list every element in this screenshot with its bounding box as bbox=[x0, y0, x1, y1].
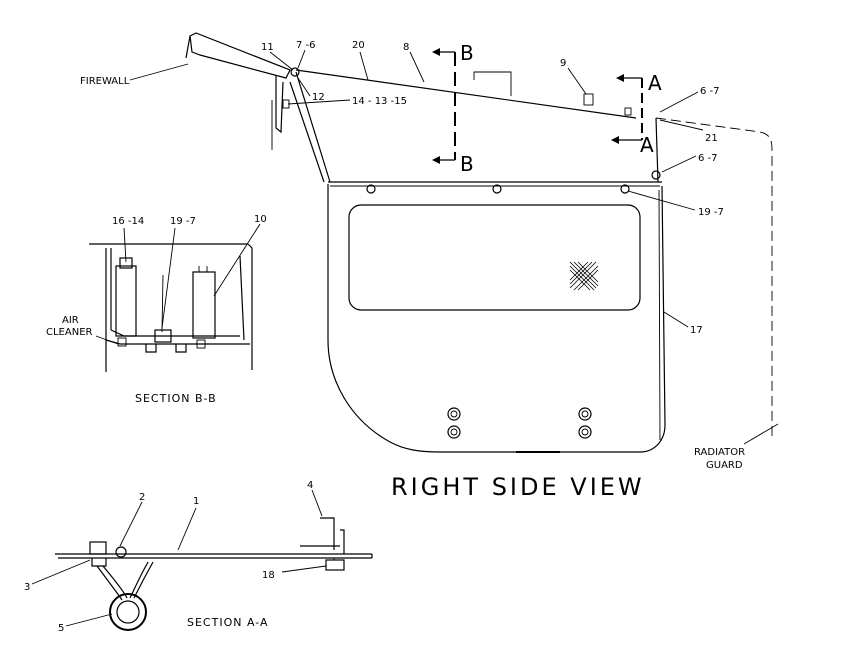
panel-window bbox=[348, 204, 641, 311]
callout-21: 21 bbox=[705, 133, 718, 144]
section-a-a-label: SECTION A-A bbox=[187, 616, 269, 629]
callout-7-6: 7 -6 bbox=[296, 40, 316, 51]
callout-19-7-main: 19 -7 bbox=[698, 207, 724, 218]
callout-3: 3 bbox=[24, 582, 30, 593]
callout-9: 9 bbox=[560, 58, 566, 69]
callout-16-14: 16 -14 bbox=[112, 216, 144, 227]
callout-5: 5 bbox=[58, 623, 64, 634]
callout-6-7-top: 6 -7 bbox=[700, 86, 720, 97]
section-marker-a-top: A bbox=[648, 71, 662, 95]
callout-11: 11 bbox=[261, 42, 274, 53]
callout-guard: GUARD bbox=[706, 460, 743, 471]
callout-18: 18 bbox=[262, 570, 275, 581]
callout-12: 12 bbox=[312, 92, 325, 103]
label-hatch bbox=[569, 261, 599, 291]
callout-radiator: RADIATOR bbox=[694, 447, 745, 458]
callout-1: 1 bbox=[193, 496, 199, 507]
section-a-a bbox=[31, 489, 373, 631]
section-marker-b-top: B bbox=[460, 41, 474, 65]
callout-cleaner: CLEANER bbox=[46, 327, 93, 338]
callout-14-13-15: 14 - 13 -15 bbox=[352, 96, 407, 107]
shroud-top-edge bbox=[295, 69, 637, 119]
section-b-b bbox=[89, 223, 261, 372]
section-b-b-label: SECTION B-B bbox=[135, 392, 217, 405]
callout-firewall: FIREWALL bbox=[80, 76, 130, 87]
callout-17: 17 bbox=[690, 325, 703, 336]
leader-lines bbox=[129, 49, 779, 445]
section-marker-a-bottom: A bbox=[640, 133, 654, 157]
callout-6-7-mid: 6 -7 bbox=[698, 153, 718, 164]
callout-2: 2 bbox=[139, 492, 145, 503]
side-panel bbox=[327, 184, 666, 453]
callout-20: 20 bbox=[352, 40, 365, 51]
callout-4: 4 bbox=[307, 480, 313, 491]
callout-8: 8 bbox=[403, 42, 409, 53]
callout-19-7-section: 19 -7 bbox=[170, 216, 196, 227]
callout-10: 10 bbox=[254, 214, 267, 225]
view-title: RIGHT SIDE VIEW bbox=[391, 473, 645, 501]
section-marker-b-bottom: B bbox=[460, 152, 474, 176]
right-side-view bbox=[185, 32, 773, 453]
callout-air: AIR bbox=[62, 315, 79, 326]
